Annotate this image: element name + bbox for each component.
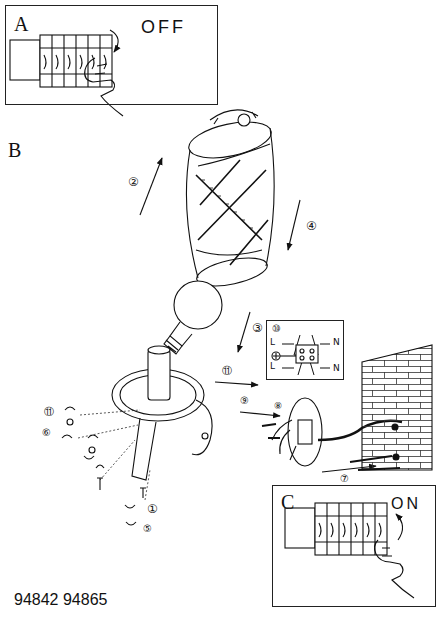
switch-state: OFF (141, 18, 186, 36)
wire-label: L (270, 362, 275, 371)
light-bulb (164, 281, 222, 354)
callout-number: ① (147, 503, 158, 515)
callout-number: ③ (252, 322, 263, 334)
model-number: 94842 94865 (14, 592, 107, 608)
callout-number: ⑤ (143, 524, 152, 534)
callout-number: ④ (306, 220, 317, 232)
lamp-base (112, 346, 212, 480)
callout-number: ⑦ (340, 474, 349, 484)
panel-letter: B (8, 140, 21, 160)
callout-number: ⑨ (240, 396, 249, 406)
terminal-inset: ⑩ L N L N (266, 320, 344, 380)
switch-state: ON (391, 496, 421, 512)
wire-label: L (270, 338, 275, 347)
callout-number: ⑧ (274, 402, 282, 411)
step-panel: A OFF (5, 5, 218, 105)
wire-label: N (333, 338, 340, 347)
wire-label: N (333, 364, 340, 373)
breaker-off (10, 30, 123, 116)
lantern-shade (186, 110, 275, 291)
panel-letter: C (281, 492, 294, 512)
callout-number: ⑪ (222, 366, 232, 376)
callout-number: ② (128, 176, 139, 188)
callout-number: ⑥ (42, 428, 51, 438)
brick-wall (350, 345, 432, 470)
step-panel: C ON (272, 485, 436, 607)
screws (62, 407, 150, 525)
breaker-on (285, 503, 414, 598)
callout-number: ⑪ (44, 407, 54, 417)
callout-number: ⑩ (272, 324, 281, 334)
panel-letter: A (14, 14, 28, 34)
terminal-block (272, 335, 330, 375)
